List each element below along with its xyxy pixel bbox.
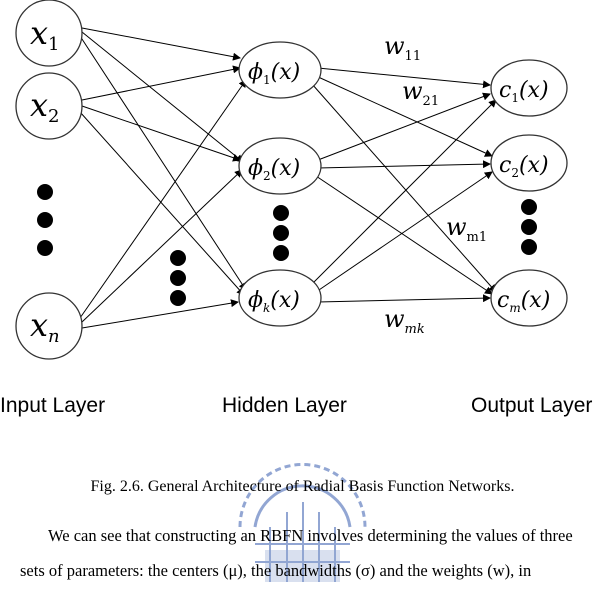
hidden-node-phik: ϕk(x) <box>238 269 322 327</box>
edge-x1-phi1 <box>81 27 241 61</box>
edge-x2-phi1 <box>81 65 241 101</box>
edge-phi2-c2 <box>317 160 491 169</box>
edge-x1-phi2 <box>81 31 244 163</box>
input-layer-label: Input Layer <box>0 394 105 417</box>
edge-phi2-cm <box>315 175 493 295</box>
between-layer-ellipsis <box>170 250 186 306</box>
svg-text:x1: x1 <box>30 14 60 55</box>
input-node-x2: x2 <box>15 72 83 140</box>
paragraph-line-1: We can see that constructing an RBFN inv… <box>48 526 573 545</box>
svg-text:ϕ2(x): ϕ2(x) <box>248 156 300 183</box>
body-paragraph: We can see that constructing an RBFN inv… <box>20 518 605 588</box>
edge-x2-phi2 <box>81 105 241 162</box>
output-layer-label: Output Layer <box>471 394 592 417</box>
edge-phik-c2 <box>315 171 493 293</box>
input-layer-nodes: x1 x2 xn <box>15 0 83 360</box>
edge-x2-phik <box>79 111 245 296</box>
paragraph-line-2: sets of parameters: the centers (μ), the… <box>20 561 532 580</box>
edge-phi1-c1 <box>317 67 491 89</box>
edge-phik-cm <box>317 294 491 303</box>
svg-text:cm(x): cm(x) <box>497 288 550 315</box>
ellipsis-dots <box>37 184 537 306</box>
hidden-layer-label: Hidden Layer <box>222 394 347 417</box>
hidden-node-phi2: ϕ2(x) <box>238 137 322 195</box>
svg-text:c1(x): c1(x) <box>499 78 549 105</box>
edge-phi2-c1 <box>317 92 491 161</box>
output-node-c1: c1(x) <box>490 59 568 117</box>
weight-wmk: wmk <box>384 305 425 337</box>
output-node-cm: cm(x) <box>490 269 568 327</box>
svg-text:x2: x2 <box>30 86 60 127</box>
hidden-node-phi1: ϕ1(x) <box>238 41 322 99</box>
input-to-hidden-edges <box>79 27 247 329</box>
hidden-ellipsis <box>273 205 289 261</box>
weight-w11: w11 <box>384 32 421 64</box>
weight-w21: w21 <box>402 77 439 109</box>
input-ellipsis <box>37 184 53 256</box>
edge-xn-phi1 <box>79 79 247 319</box>
hidden-to-output-edges <box>311 67 497 303</box>
weight-wm1: wm1 <box>446 213 487 245</box>
rbfn-architecture-diagram: x1 x2 xn ϕ1(x) ϕ2(x) ϕk(x) c1(x) <box>0 0 592 417</box>
output-ellipsis <box>521 199 537 255</box>
edge-xn-phi2 <box>81 169 243 323</box>
hidden-layer-nodes: ϕ1(x) ϕ2(x) ϕk(x) <box>238 41 322 327</box>
svg-text:ϕk(x): ϕk(x) <box>248 288 300 315</box>
input-node-x1: x1 <box>15 0 83 67</box>
edge-phi1-cm <box>311 83 497 293</box>
svg-text:xn: xn <box>30 306 60 347</box>
input-node-xn: xn <box>15 292 83 360</box>
edge-xn-phik <box>81 299 239 329</box>
edge-phi1-c2 <box>315 75 493 157</box>
svg-text:ϕ1(x): ϕ1(x) <box>248 60 300 87</box>
figure-caption: Fig. 2.6. General Architecture of Radial… <box>90 478 515 495</box>
weight-labels: w11 w21 wm1 wmk <box>384 32 487 337</box>
edge-phik-c1 <box>311 99 497 285</box>
edge-x1-phik <box>79 35 247 291</box>
output-node-c2: c2(x) <box>490 134 568 192</box>
svg-text:c2(x): c2(x) <box>499 153 549 180</box>
output-layer-nodes: c1(x) c2(x) cm(x) <box>490 59 568 327</box>
university-seal-watermark <box>238 463 367 582</box>
